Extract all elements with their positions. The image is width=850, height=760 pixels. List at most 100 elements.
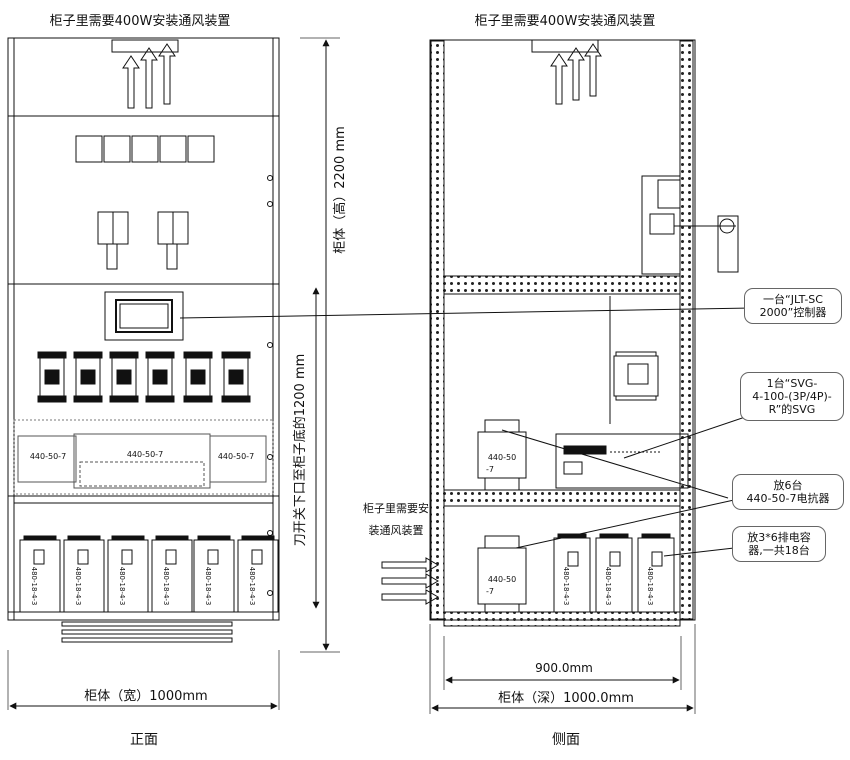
svg-unit-callout: 1台“SVG- 4-100-(3P/4P)- R”的SVG bbox=[740, 372, 844, 421]
capacitor-icon bbox=[237, 539, 279, 613]
capacitor-label: 480-18-4-3 bbox=[204, 567, 212, 606]
contactor-terminal bbox=[109, 351, 139, 359]
side-vent-label-line-2: 装通风装置 bbox=[369, 524, 424, 537]
reactor-callout: 放6台 440-50-7电抗器 bbox=[732, 474, 844, 510]
side-reactor-label: 440-50 bbox=[488, 575, 516, 584]
side-caption: 侧面 bbox=[552, 732, 580, 748]
capacitor-label: 480-18-4-3 bbox=[118, 567, 126, 606]
capacitor-icon bbox=[63, 539, 105, 613]
contactor-side-icon bbox=[609, 296, 659, 424]
leader-line bbox=[179, 307, 753, 319]
callout-line: 440-50-7电抗器 bbox=[746, 492, 830, 505]
leader-line bbox=[623, 411, 761, 459]
capacitor-terminal bbox=[111, 535, 145, 541]
capacitor-label: 480-18-4-3 bbox=[248, 567, 256, 606]
callout-line: R”的SVG bbox=[768, 403, 816, 416]
knife-height-label: 刀开关下口至柜子底的1200 mm bbox=[292, 354, 308, 547]
reactor-label: 440-50-7 bbox=[127, 450, 163, 459]
capacitor-terminal bbox=[67, 535, 101, 541]
capacitor-icon bbox=[193, 539, 235, 613]
hinge-icon bbox=[267, 590, 273, 596]
capacitor-label: 480-18-4-3 bbox=[162, 567, 170, 606]
capacitor-terminal bbox=[241, 535, 275, 541]
contactor-terminal bbox=[221, 351, 251, 359]
contactor-icon bbox=[221, 351, 251, 403]
front-cabinet-inner bbox=[13, 37, 274, 621]
capacitor-label: 480-18-4-3 bbox=[604, 567, 612, 606]
contactor-icon bbox=[37, 351, 67, 403]
leader-line bbox=[663, 547, 735, 557]
contactor-core bbox=[228, 369, 244, 385]
leader-line bbox=[501, 429, 729, 499]
capacitor-terminal bbox=[155, 535, 189, 541]
side-vent-label-line-1: 柜子里需要安 bbox=[363, 501, 429, 515]
side-reactor-label: 440-50 bbox=[488, 453, 516, 462]
front-cabinet-outline bbox=[7, 37, 280, 621]
contactor-terminal bbox=[73, 351, 103, 359]
reactor-icon bbox=[73, 433, 211, 489]
controller-callout: 一台“JLT-SC 2000”控制器 bbox=[744, 288, 842, 324]
front-height-label: 柜体（高）2200 mm bbox=[332, 126, 348, 254]
reactor-label: 440-50-7 bbox=[30, 452, 66, 461]
front-fan-unit bbox=[111, 39, 179, 53]
side-reactor-label: -7 bbox=[486, 587, 494, 596]
contactor-terminal bbox=[145, 395, 175, 403]
contactor-icon bbox=[145, 351, 175, 403]
perforated-rail bbox=[679, 40, 694, 620]
contactor-core bbox=[152, 369, 168, 385]
contactor-icon bbox=[109, 351, 139, 403]
capacitor-window bbox=[207, 549, 219, 565]
reactor-icon bbox=[209, 435, 267, 483]
perforated-shelf bbox=[443, 275, 681, 295]
airflow-arrow-icon bbox=[550, 43, 602, 105]
capacitor-terminal bbox=[197, 535, 231, 541]
contactor-group bbox=[37, 351, 251, 403]
contactor-core bbox=[116, 369, 132, 385]
hinge-icon bbox=[267, 342, 273, 348]
contactor-core bbox=[80, 369, 96, 385]
reactor-label: 440-50-7 bbox=[218, 452, 254, 461]
contactor-terminal bbox=[73, 395, 103, 403]
front-width-label: 柜体（宽）1000mm bbox=[84, 688, 207, 704]
contactor-icon bbox=[183, 351, 213, 403]
capacitor-window bbox=[121, 549, 133, 565]
controller-panel bbox=[104, 291, 184, 341]
side-reactor-label: -7 bbox=[486, 465, 494, 474]
contactor-core bbox=[190, 369, 206, 385]
capacitor-window bbox=[609, 551, 621, 567]
callout-line: 4-100-(3P/4P)- bbox=[752, 390, 832, 403]
capacitor-window bbox=[77, 549, 89, 565]
contactor-terminal bbox=[183, 395, 213, 403]
capacitor-icon bbox=[107, 539, 149, 613]
callout-line: 器,一共18台 bbox=[748, 544, 810, 557]
capacitor-icon bbox=[19, 539, 61, 613]
reactor-base bbox=[79, 461, 205, 487]
capacitor-window bbox=[165, 549, 177, 565]
capacitor-label: 480-18-4-3 bbox=[562, 567, 570, 606]
hinge-icon bbox=[267, 530, 273, 536]
perforated-shelf bbox=[443, 611, 681, 627]
perforated-shelf bbox=[443, 489, 681, 507]
capacitor-callout: 放3*6排电容 器,一共18台 bbox=[732, 526, 826, 562]
perforated-rail bbox=[430, 40, 445, 620]
callout-line: 放3*6排电容 bbox=[747, 531, 811, 544]
front-capacitor-group: 480-18-4-3 480-18-4-3 480-18-4-3 480-18-4-3… bbox=[19, 535, 279, 613]
leader-line bbox=[515, 499, 735, 549]
capacitor-icon bbox=[151, 539, 193, 613]
side-depth-label: 柜体（深）1000.0mm bbox=[498, 691, 634, 706]
callout-line: 一台“JLT-SC bbox=[763, 293, 823, 306]
side-reactor-icon bbox=[477, 419, 527, 613]
front-title: 柜子里需要400W安装通风装置 bbox=[50, 14, 231, 29]
side-cabinet-outline bbox=[429, 39, 696, 621]
contactor-core bbox=[44, 369, 60, 385]
contactor-terminal bbox=[183, 351, 213, 359]
svg-compensator-unit bbox=[555, 433, 689, 489]
contactor-icon bbox=[73, 351, 103, 403]
capacitor-terminal bbox=[641, 533, 671, 539]
contactor-terminal bbox=[221, 395, 251, 403]
capacitor-window bbox=[33, 549, 45, 565]
airflow-arrow-icon bbox=[122, 43, 176, 109]
callout-line: 1台“SVG- bbox=[766, 377, 818, 390]
